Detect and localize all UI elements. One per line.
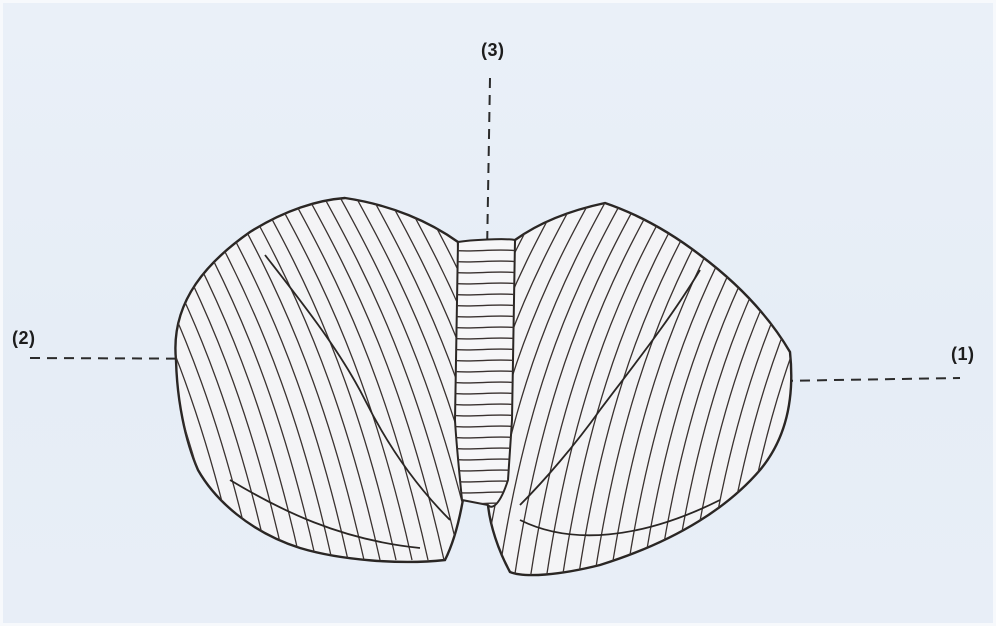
hatch-line — [0, 190, 108, 560]
folia-line — [450, 371, 520, 372]
folia-line — [450, 415, 520, 416]
label-3: (3) — [481, 40, 505, 61]
folia-line — [450, 382, 520, 383]
hatch-line — [802, 190, 932, 580]
hatch-line — [850, 190, 980, 580]
hatch-line — [48, 190, 188, 560]
vermis — [450, 239, 520, 507]
hatch-line — [16, 190, 156, 560]
folia-line — [450, 448, 520, 449]
hatch-line — [898, 190, 996, 580]
folia-line — [450, 437, 520, 438]
folia-line — [450, 393, 520, 394]
folia-line — [450, 338, 520, 339]
label-1: (1) — [951, 344, 975, 365]
folia-line — [450, 305, 520, 306]
folia-line — [450, 272, 520, 273]
folia-line — [450, 404, 520, 405]
hatch-line — [0, 190, 76, 560]
hatch-line — [882, 190, 996, 580]
hatch-line — [32, 190, 172, 560]
hatch-line — [818, 190, 948, 580]
hatch-line — [914, 190, 996, 580]
hatch-line — [786, 190, 916, 580]
folia-line — [450, 360, 520, 361]
folia-line — [450, 316, 520, 317]
folia-line — [450, 349, 520, 350]
hatch-line — [0, 190, 140, 560]
hatch-line — [0, 190, 92, 560]
folia-line — [450, 426, 520, 427]
folia-line — [450, 250, 520, 251]
folia-line — [450, 283, 520, 284]
hatch-line — [866, 190, 996, 580]
hatch-line — [834, 190, 964, 580]
folia-line — [450, 327, 520, 328]
folia-line — [450, 261, 520, 262]
hatch-line — [0, 190, 124, 560]
folia-line — [450, 294, 520, 295]
label-2: (2) — [12, 328, 36, 349]
